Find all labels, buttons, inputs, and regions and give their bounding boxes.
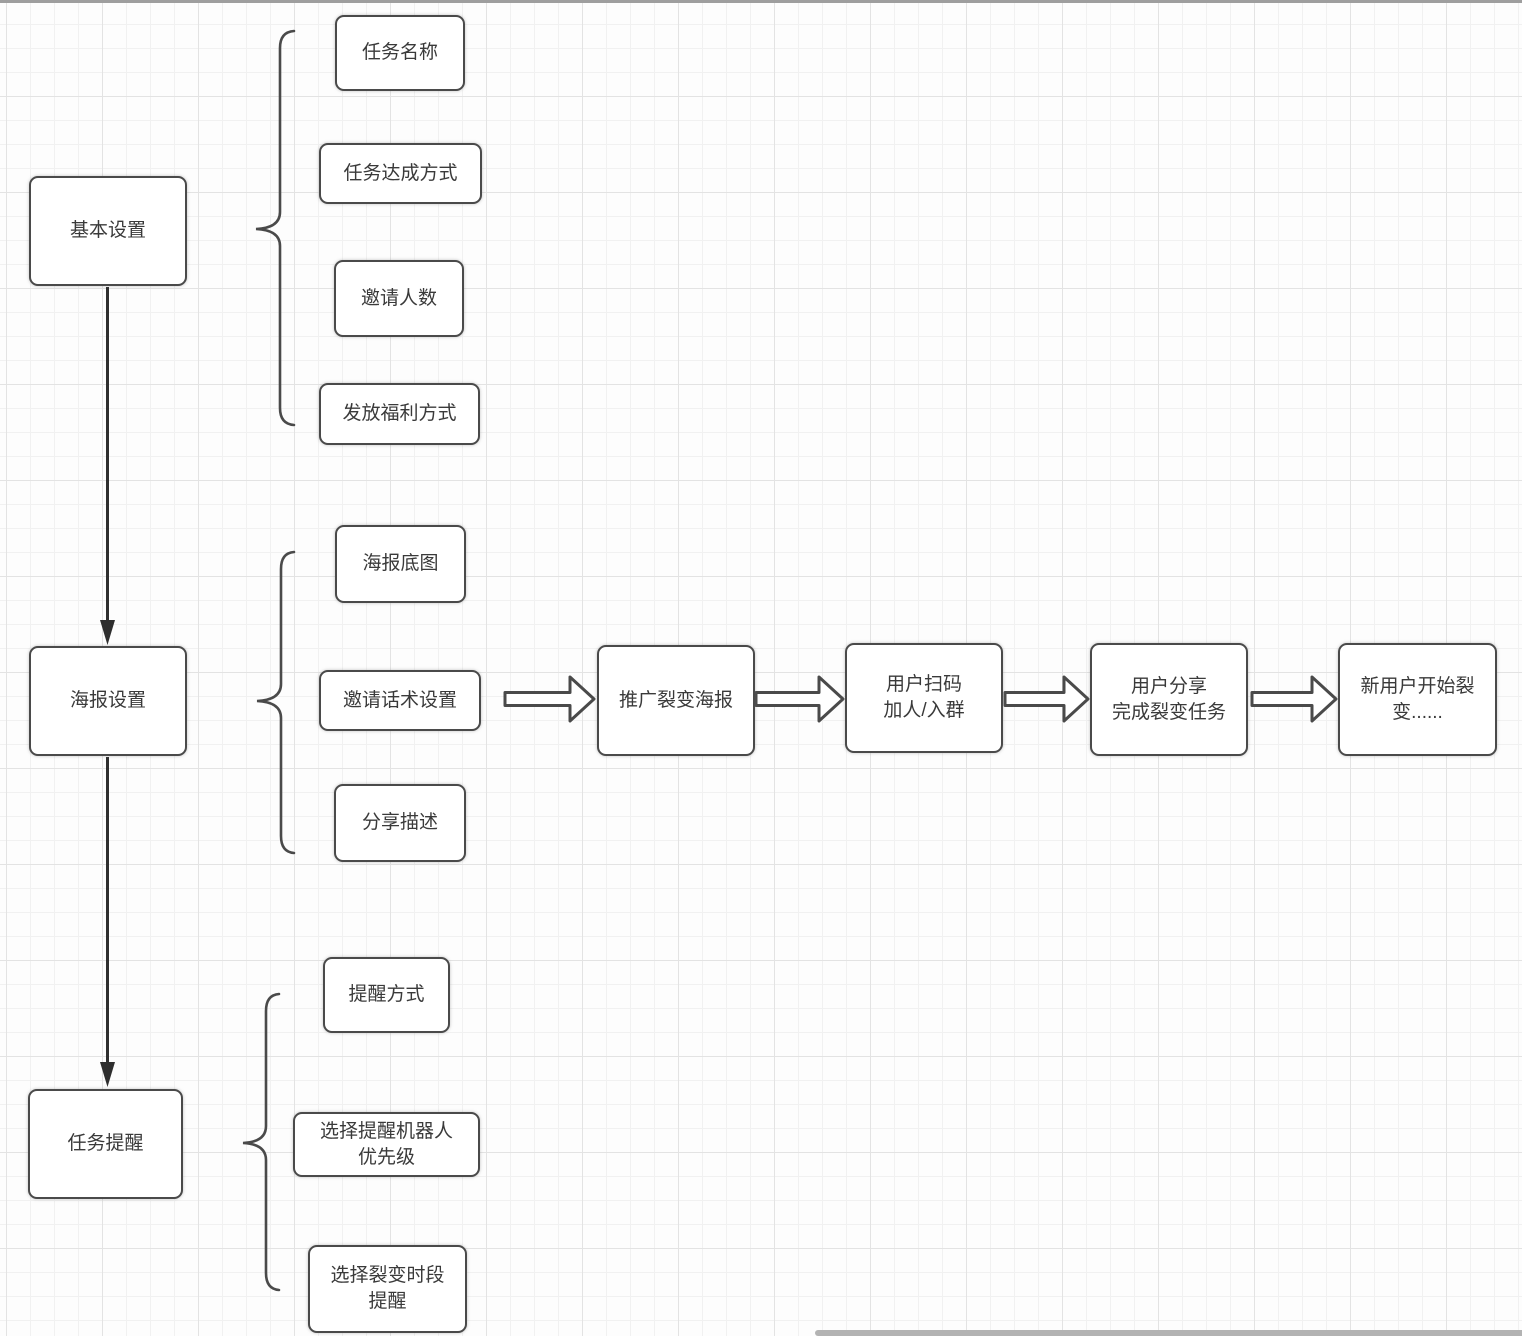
node-share-complete[interactable]: 用户分享 完成裂变任务: [1090, 643, 1248, 756]
canvas-top-edge: [0, 0, 1522, 3]
node-task-achieve-method[interactable]: 任务达成方式: [319, 143, 482, 204]
node-fission-period-remind[interactable]: 选择裂变时段 提醒: [308, 1245, 467, 1333]
fat-arrow-share-to-newuser: [1250, 675, 1338, 723]
node-invite-script[interactable]: 邀请话术设置: [319, 670, 481, 731]
node-scan-join[interactable]: 用户扫码 加人/入群: [845, 643, 1003, 753]
node-remind-bot-priority[interactable]: 选择提醒机器人 优先级: [293, 1112, 480, 1177]
node-task-name[interactable]: 任务名称: [335, 15, 465, 91]
horizontal-scrollbar[interactable]: [815, 1330, 1522, 1336]
arrow-poster-to-reminder: [100, 757, 115, 1087]
node-invite-count[interactable]: 邀请人数: [334, 260, 464, 337]
fat-arrow-script-to-promote: [503, 675, 596, 723]
fat-arrow-promote-to-scan: [754, 675, 845, 723]
node-poster-settings[interactable]: 海报设置: [29, 646, 187, 756]
brace-poster-settings: [256, 550, 296, 855]
node-task-reminder[interactable]: 任务提醒: [28, 1089, 183, 1199]
fat-arrow-scan-to-share: [1003, 675, 1090, 723]
node-promote-poster[interactable]: 推广裂变海报: [597, 645, 755, 756]
node-share-description[interactable]: 分享描述: [334, 784, 466, 862]
node-welfare-method[interactable]: 发放福利方式: [319, 383, 480, 445]
node-basic-settings[interactable]: 基本设置: [29, 176, 187, 286]
arrow-basic-to-poster: [100, 287, 115, 645]
node-new-user-fission[interactable]: 新用户开始裂变......: [1338, 643, 1497, 756]
node-poster-base-image[interactable]: 海报底图: [335, 525, 466, 603]
brace-task-reminder: [242, 992, 281, 1292]
brace-basic-settings: [255, 29, 296, 427]
node-remind-method[interactable]: 提醒方式: [323, 957, 450, 1033]
